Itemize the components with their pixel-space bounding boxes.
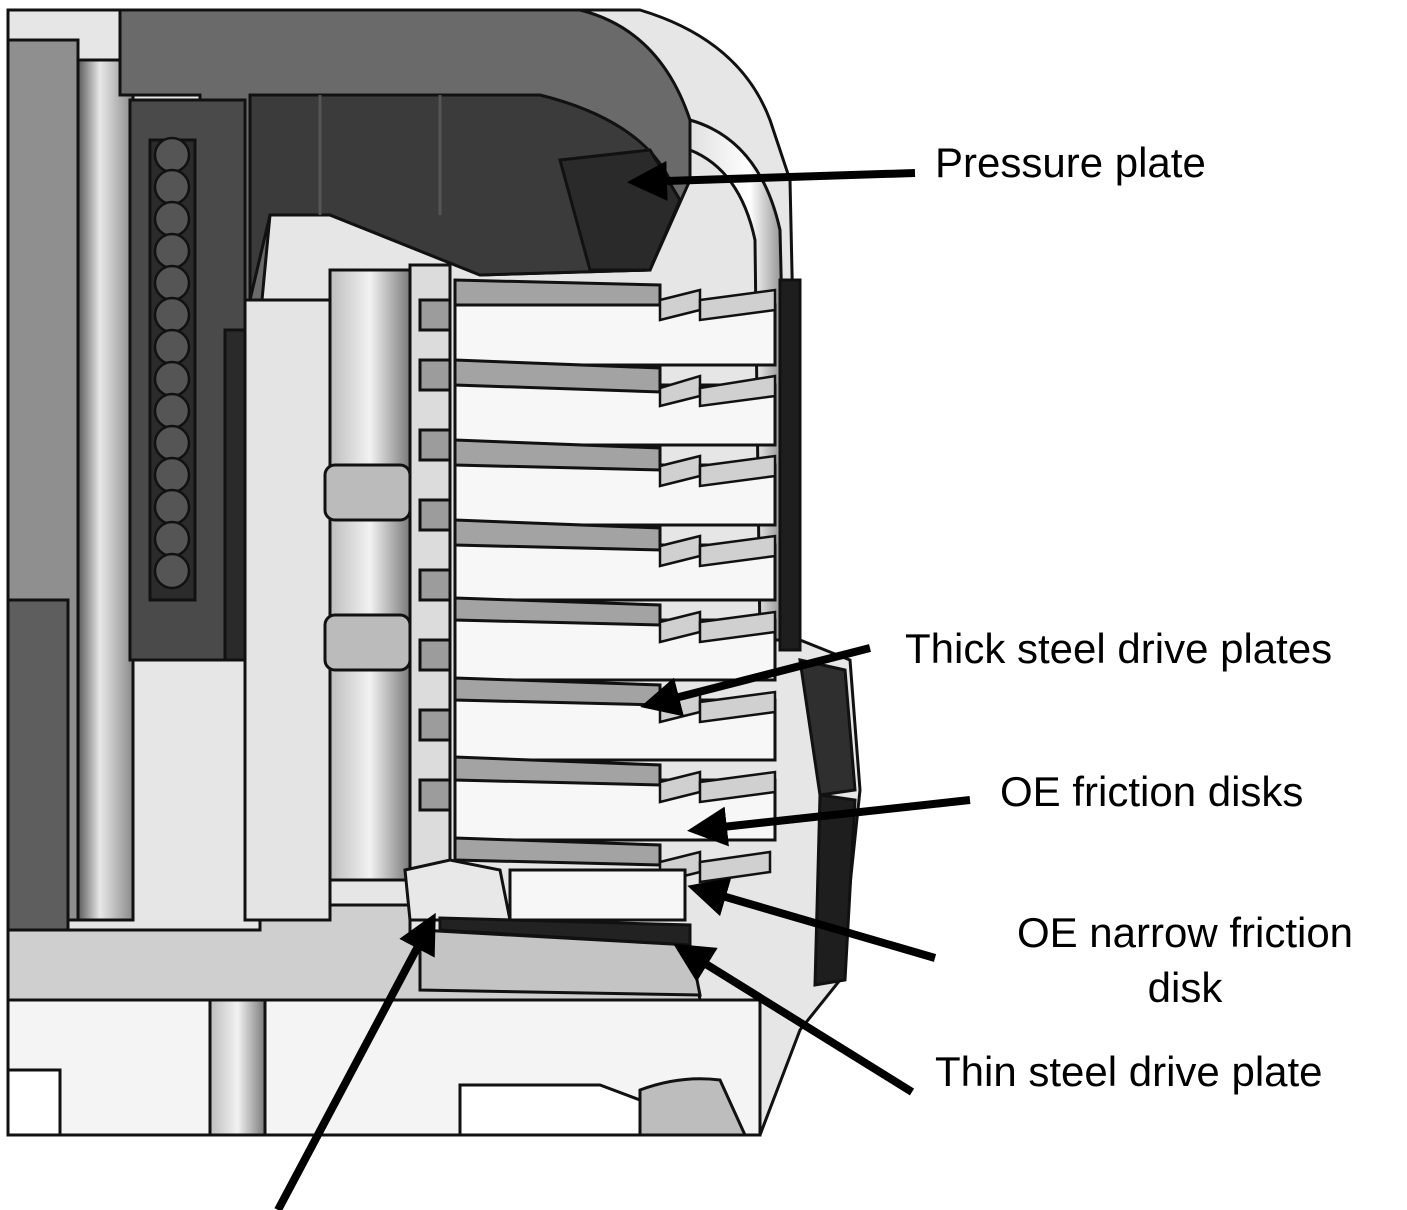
callout-arrows [274,160,971,1210]
spring-coils [153,136,191,590]
label-thin-steel-drive-plate: Thin steel drive plate [935,1048,1323,1095]
label-oe-friction-disks: OE friction disks [1000,768,1304,815]
arrow-thick-steel-plates [640,644,871,717]
label-oe-narrow-friction-disk-line2: disk [1147,964,1223,1011]
narrow-friction-disk [508,868,687,922]
arrow-oe-narrow-friction-disk [687,877,937,962]
arrow-bottom-unlabeled [274,912,436,1210]
arrow-thin-steel-plate [673,943,915,1096]
bottom-support-ring [418,928,702,997]
label-thick-steel-drive-plates: Thick steel drive plates [905,625,1333,672]
arrow-pressure-plate [627,160,916,201]
label-pressure-plate: Pressure plate [935,139,1206,186]
arrow-oe-friction-disks [687,796,971,847]
central-hub [243,263,512,922]
label-oe-narrow-friction-disk-line1: OE narrow friction [1016,909,1354,956]
top-cover [118,8,692,302]
